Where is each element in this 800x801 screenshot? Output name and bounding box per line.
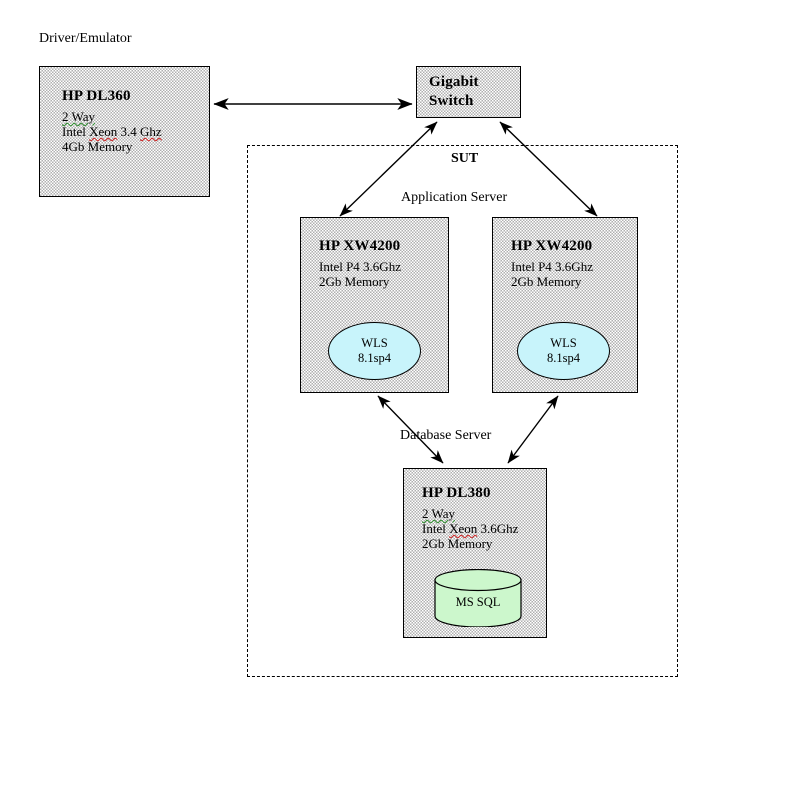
app1-software-version: 8.1sp4 [358,351,391,365]
database-server-tier-label: Database Server [400,428,492,443]
app1-software-name: WLS [361,336,388,350]
sut-label: SUT [451,151,479,166]
node-app-server-2-hp-xw4200[interactable]: HP XW4200 Intel P4 3.6Ghz 2Gb Memory WLS… [492,217,638,393]
switch-title-line2: Switch [429,93,474,109]
driver-node-title: HP DL360 [62,88,131,104]
node-driver-hp-dl360[interactable]: HP DL360 2 Way Intel Xeon 3.4 Ghz 4Gb Me… [39,66,210,197]
driver-emulator-label: Driver/Emulator [39,31,132,46]
driver-node-spec-cpu: Intel Xeon 3.4 Ghz [62,124,162,139]
app1-node-spec-cpu: Intel P4 3.6Ghz [319,259,401,274]
app2-software-version: 8.1sp4 [547,351,580,365]
app1-node-spec-memory: 2Gb Memory [319,274,390,289]
app2-node-spec-cpu: Intel P4 3.6Ghz [511,259,593,274]
app2-node-spec-memory: 2Gb Memory [511,274,582,289]
sut-boundary [247,145,678,677]
db-cylinder-label: MS SQL [455,595,501,609]
app1-software-wls[interactable]: WLS 8.1sp4 [328,322,421,380]
db-node-spec-memory: 2Gb Memory [422,536,493,551]
db-cylinder-ms-sql[interactable]: MS SQL [434,568,522,628]
application-server-tier-label: Application Server [401,190,508,205]
db-cylinder-icon [434,568,522,628]
switch-title-line1: Gigabit [429,74,479,90]
app2-software-wls[interactable]: WLS 8.1sp4 [517,322,610,380]
driver-node-spec-memory: 4Gb Memory [62,139,133,154]
app1-node-title: HP XW4200 [319,238,401,254]
node-app-server-1-hp-xw4200[interactable]: HP XW4200 Intel P4 3.6Ghz 2Gb Memory WLS… [300,217,449,393]
app2-software-name: WLS [550,336,577,350]
node-db-server-hp-dl380[interactable]: HP DL380 2 Way Intel Xeon 3.6Ghz 2Gb Mem… [403,468,547,638]
db-node-spec-way: 2 Way [422,506,456,521]
db-node-title: HP DL380 [422,485,491,501]
app2-node-title: HP XW4200 [511,238,593,254]
driver-node-spec-way: 2 Way [62,109,96,124]
node-gigabit-switch[interactable]: Gigabit Switch [416,66,521,118]
db-node-spec-cpu: Intel Xeon 3.6Ghz [422,521,519,536]
